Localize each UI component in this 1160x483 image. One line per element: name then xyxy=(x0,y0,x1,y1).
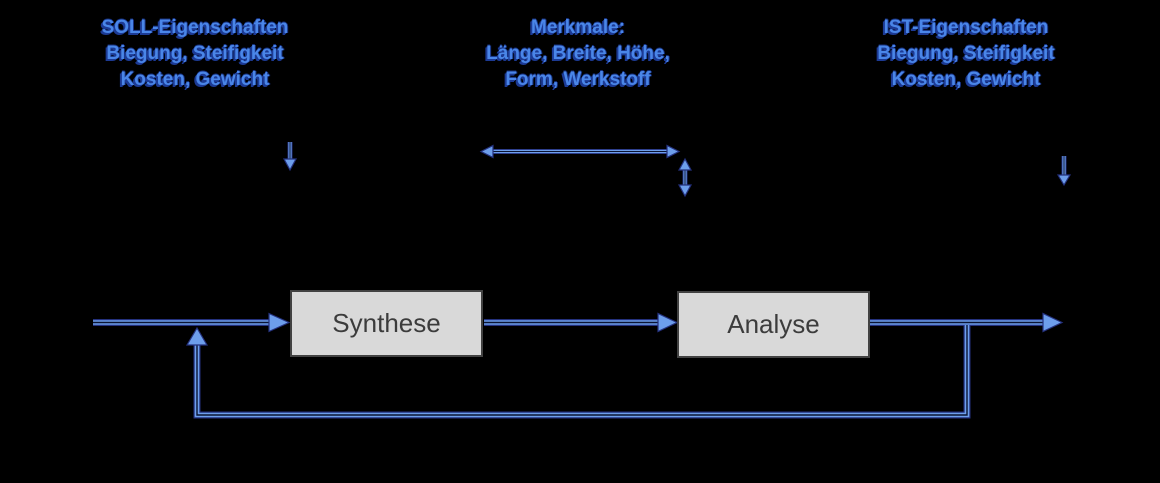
ist-eigenschaften-annotation: IST-Eigenschaften Biegung, Steifigkeit K… xyxy=(836,15,1096,93)
ist-annotation-line-1: IST-Eigenschaften xyxy=(883,17,1049,38)
ist-down-arrow-icon xyxy=(1056,156,1072,187)
soll-annotation-line-3: Kosten, Gewicht xyxy=(120,69,270,90)
merkmale-annotation-line-2: Länge, Breite, Höhe, xyxy=(486,43,670,64)
analyse-box: Analyse xyxy=(677,291,870,358)
analyse-box-label: Analyse xyxy=(727,309,820,339)
input-arrow xyxy=(93,312,291,333)
soll-annotation-line-2: Biegung, Steifigkeit xyxy=(106,43,284,64)
soll-annotation-line-1: SOLL-Eigenschaften xyxy=(101,17,289,38)
merkmale-annotation-line-3: Form, Werkstoff xyxy=(505,69,651,90)
synthese-box-label: Synthese xyxy=(332,308,441,338)
merkmale-annotation-line-1: Merkmale: xyxy=(531,17,625,38)
merkmale-annotation: Merkmale: Länge, Breite, Höhe, Form, Wer… xyxy=(448,15,708,93)
soll-down-arrow-icon xyxy=(282,142,298,172)
ist-annotation-line-3: Kosten, Gewicht xyxy=(891,69,1041,90)
merkmale-vertical-double-arrow-icon xyxy=(677,157,693,198)
merkmale-horizontal-double-arrow-icon xyxy=(479,144,681,159)
feedback-loop-arrow xyxy=(185,325,967,415)
output-arrow xyxy=(869,312,1064,333)
ist-annotation-line-2: Biegung, Steifigkeit xyxy=(877,43,1055,64)
soll-eigenschaften-annotation: SOLL-Eigenschaften Biegung, Steifigkeit … xyxy=(65,15,325,93)
synthese-to-analyse-arrow xyxy=(484,312,679,333)
synthese-box: Synthese xyxy=(290,290,483,357)
